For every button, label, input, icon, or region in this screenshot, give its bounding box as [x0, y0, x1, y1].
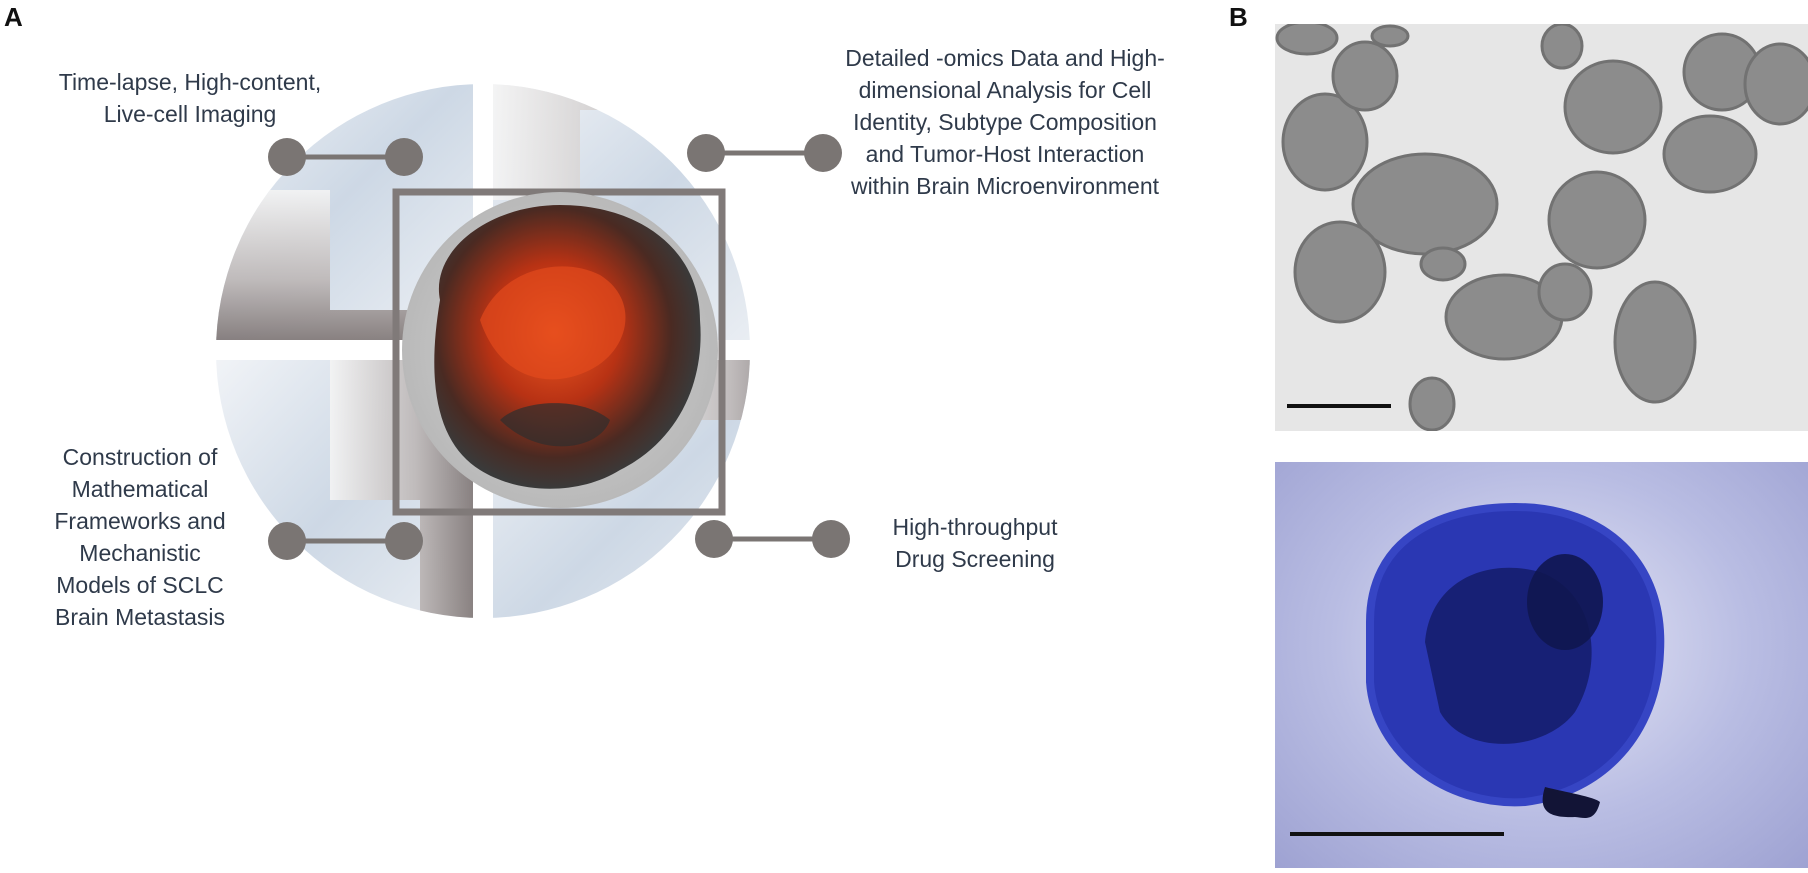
- label-omics: Detailed -omics Data and High- dimension…: [845, 45, 1165, 199]
- brightfield-micrograph: [1275, 24, 1808, 431]
- label-imaging: Time-lapse, High-content, Live-cell Imag…: [58, 69, 322, 127]
- connector-math: [268, 522, 423, 560]
- label-drug: High-throughput Drug Screening: [892, 514, 1058, 572]
- panel-label-a: A: [4, 2, 23, 32]
- scale-bar-brightfield: [1287, 404, 1391, 408]
- connector-drug: [695, 520, 850, 558]
- scale-bar-fluorescence: [1290, 832, 1504, 836]
- label-math: Construction of Mathematical Frameworks …: [54, 444, 226, 630]
- connector-omics: [687, 134, 842, 172]
- fluorescence-micrograph: [1275, 462, 1808, 868]
- center-frame: [392, 188, 726, 516]
- panel-label-b: B: [1229, 2, 1248, 32]
- workflow-diagram: [190, 60, 850, 680]
- connector-imaging: [268, 138, 423, 176]
